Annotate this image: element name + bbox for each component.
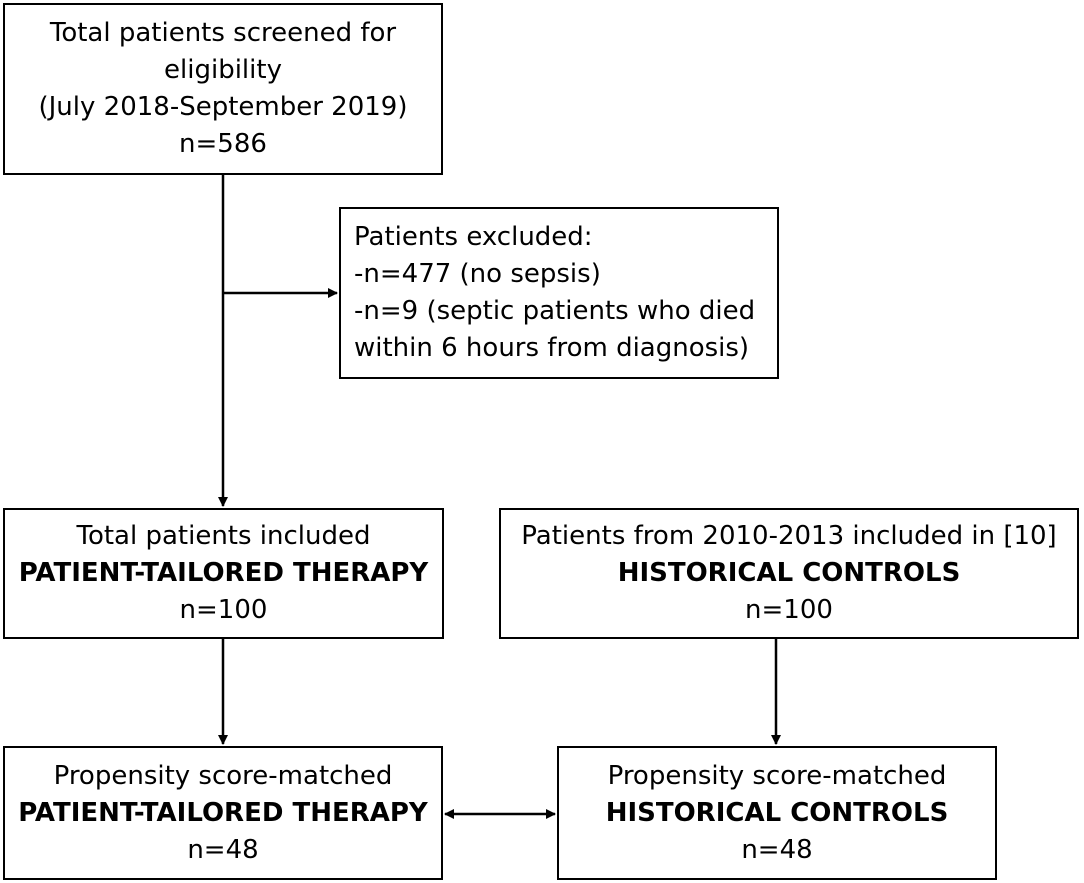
historical-controls-box: Patients from 2010-2013 included in [10]…	[499, 508, 1079, 639]
historical-group-name: HISTORICAL CONTROLS	[617, 558, 961, 588]
excluded-title: Patients excluded:	[354, 222, 593, 252]
included-count: n=100	[179, 595, 268, 625]
excluded-no-sepsis: -n=477 (no sepsis)	[354, 259, 601, 289]
matched-ptt-title: Propensity score-matched	[53, 760, 393, 791]
matched-hc-group-name: HISTORICAL CONTROLS	[605, 797, 949, 828]
matched-ptt-group-name: PATIENT-TAILORED THERAPY	[18, 797, 428, 828]
screened-date-range: (July 2018-September 2019)	[38, 92, 408, 122]
matched-tailored-therapy-box: Propensity score-matched PATIENT-TAILORE…	[3, 746, 443, 880]
excluded-patients-box: Patients excluded: -n=477 (no sepsis) -n…	[339, 207, 779, 379]
historical-title: Patients from 2010-2013 included in [10]	[521, 521, 1057, 551]
screened-title-line2: eligibility	[164, 55, 282, 85]
historical-count: n=100	[745, 595, 833, 625]
screened-count: n=586	[179, 129, 267, 159]
matched-historical-controls-box: Propensity score-matched HISTORICAL CONT…	[557, 746, 997, 880]
screened-patients-box: Total patients screened for eligibility …	[3, 3, 443, 175]
included-patients-box: Total patients included PATIENT-TAILORED…	[3, 508, 444, 639]
matched-hc-title: Propensity score-matched	[607, 760, 947, 791]
screened-title-line1: Total patients screened for	[49, 18, 397, 48]
matched-hc-count: n=48	[741, 834, 813, 865]
included-group-name: PATIENT-TAILORED THERAPY	[18, 558, 429, 588]
included-title: Total patients included	[76, 521, 371, 551]
matched-ptt-count: n=48	[187, 834, 259, 865]
excluded-died-line1: -n=9 (septic patients who died	[354, 296, 756, 326]
excluded-died-line2: within 6 hours from diagnosis)	[354, 333, 750, 363]
